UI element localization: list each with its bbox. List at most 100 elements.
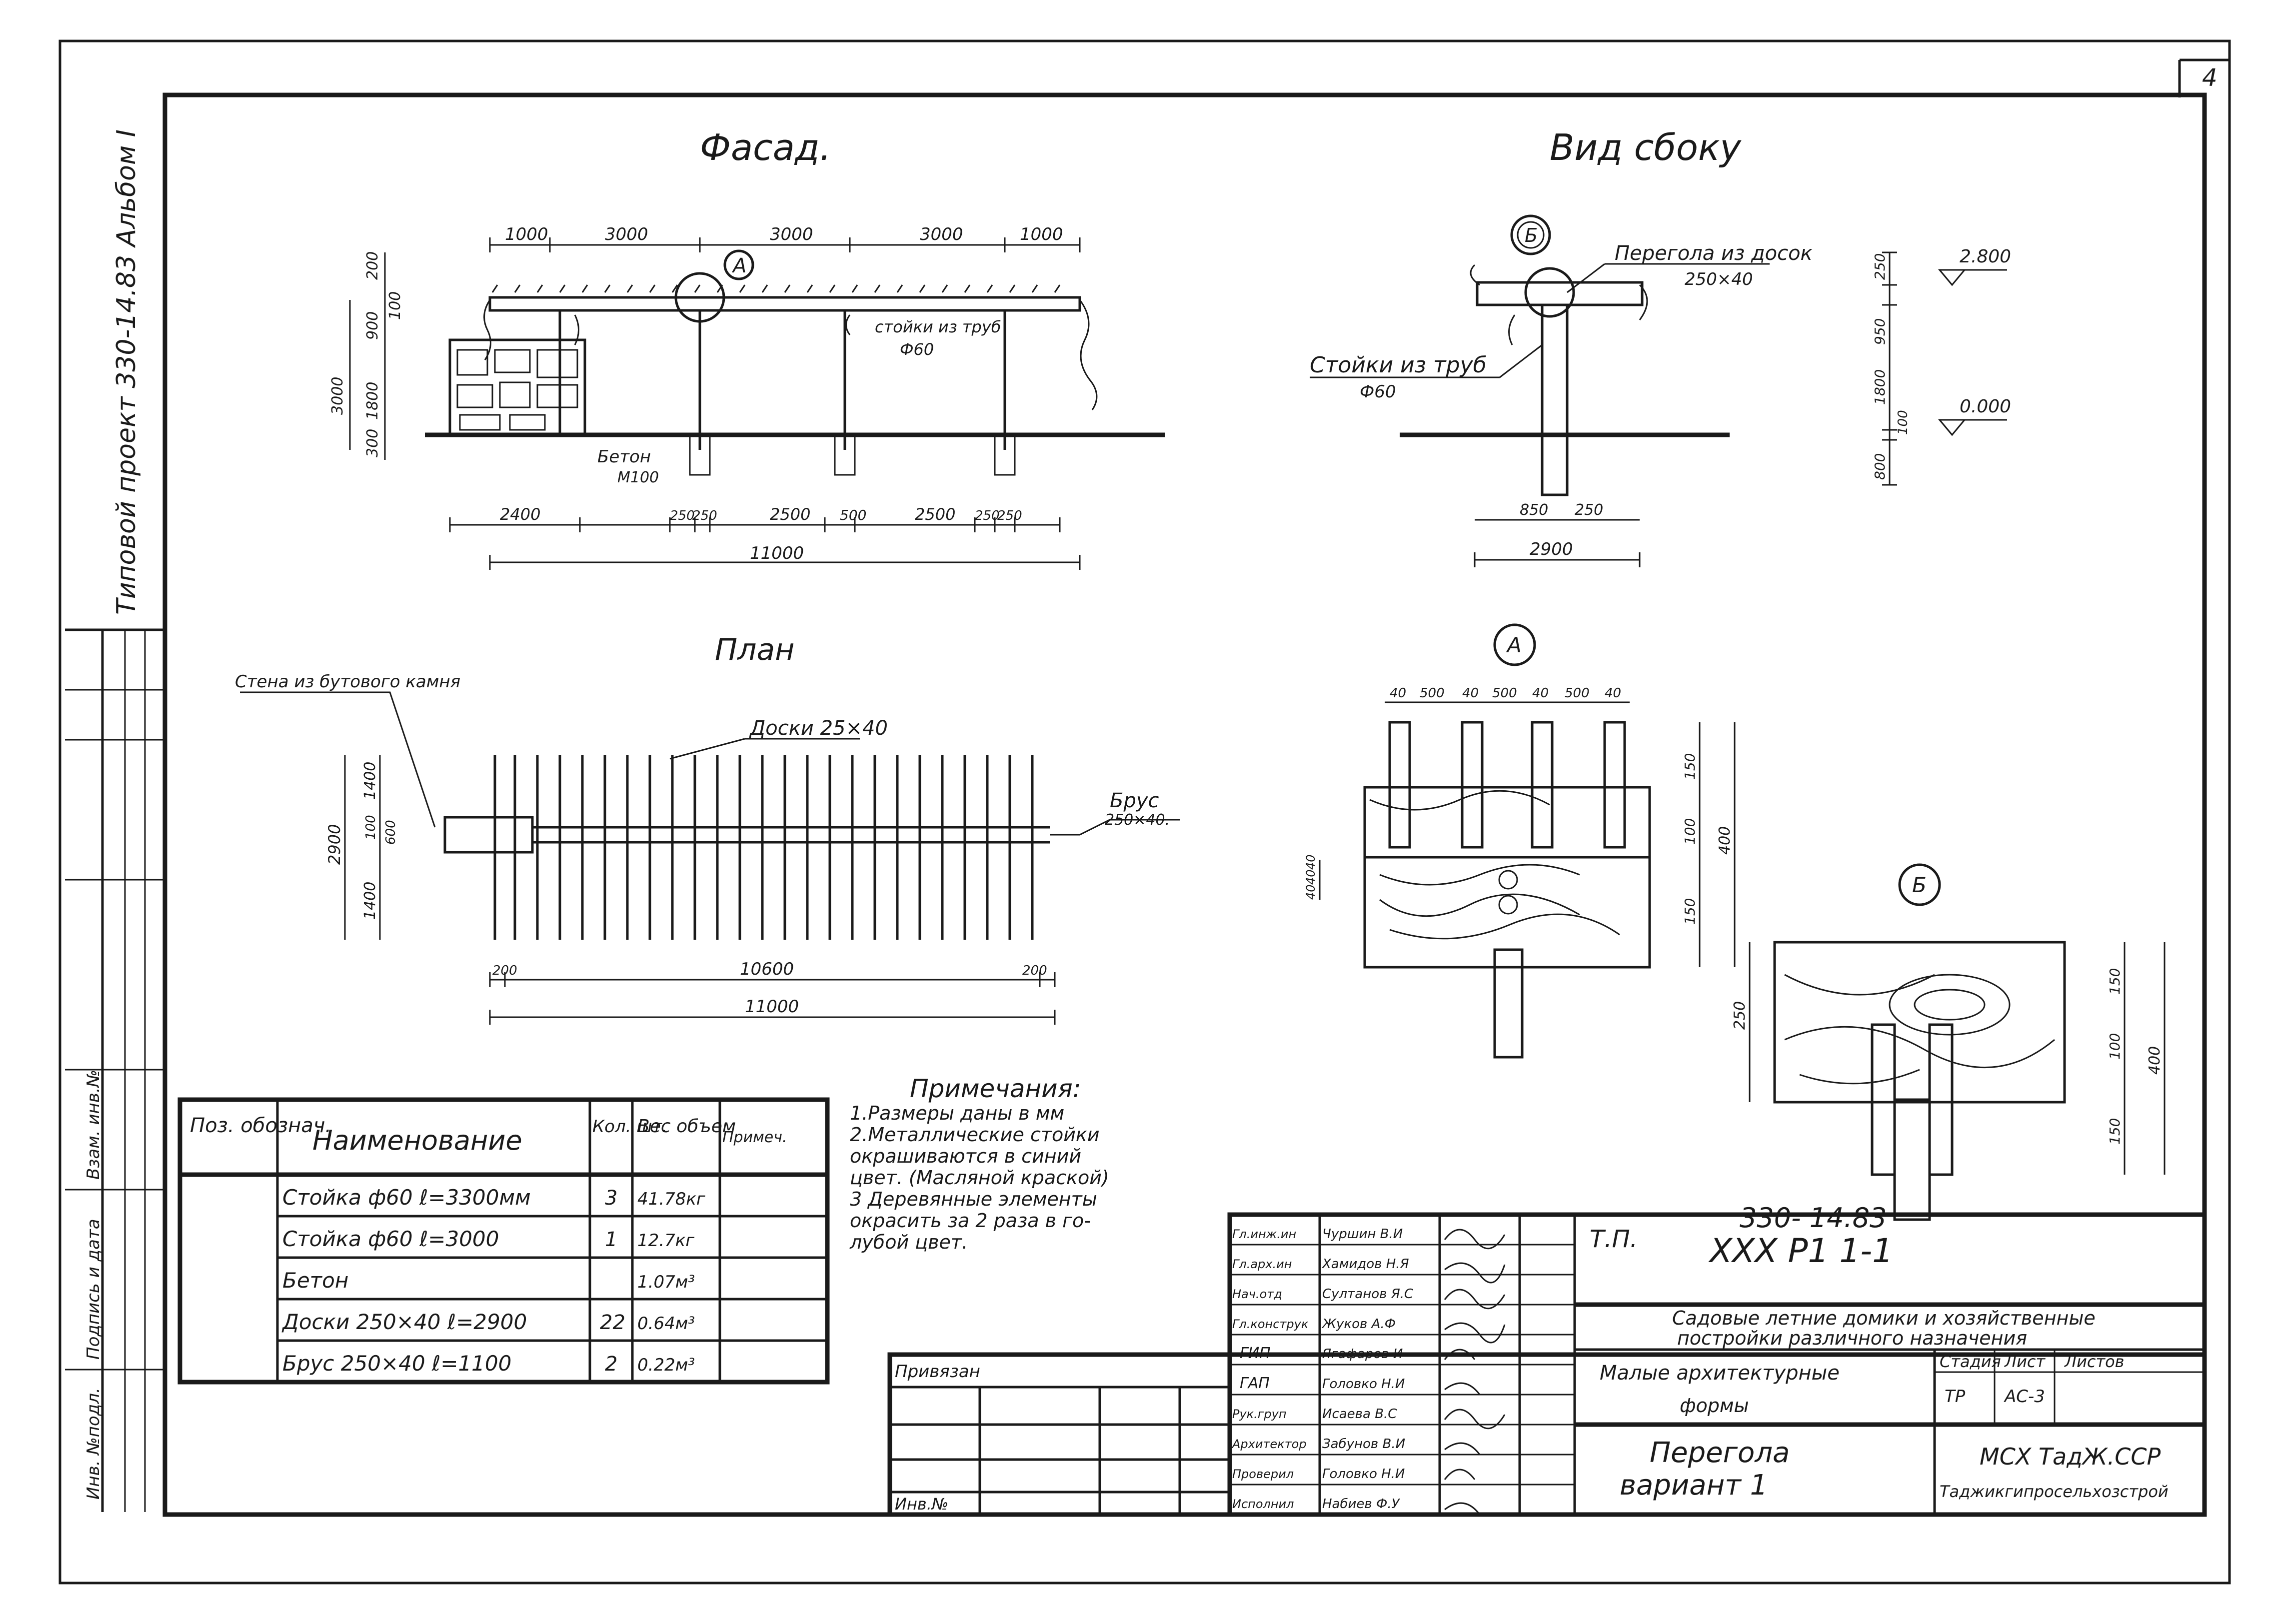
row-name: Бетон — [282, 1268, 348, 1293]
sheet-value: АС-3 — [2004, 1387, 2045, 1407]
dim-text: 250 — [692, 508, 717, 523]
bolt — [1498, 895, 1518, 915]
plan-beam — [532, 826, 1050, 844]
detail-a-board — [1461, 721, 1484, 849]
facade-overall: 11000 — [750, 543, 804, 563]
dim-text: 150 — [1682, 898, 1698, 925]
th-name: Наименование — [312, 1125, 522, 1156]
row-weight: 0.64м³ — [637, 1314, 695, 1334]
dim-text: 850 — [1520, 501, 1548, 519]
dim-text: 1000 — [505, 224, 548, 244]
note-line: 3 Деревянные элементы — [850, 1188, 1097, 1210]
row-qty: 3 — [605, 1187, 617, 1210]
inner-frame — [162, 92, 2207, 1517]
facade-title: Фасад. — [700, 126, 831, 168]
tp-code1: 330- 14.83 — [1740, 1202, 1887, 1234]
role: ГАП — [1240, 1375, 1270, 1392]
dim-text: 100 — [386, 291, 404, 320]
plan-overall: 11000 — [745, 997, 799, 1017]
title-block: Привязан Инв.№ Гл.инж.ин Гл.арх.ин Нач.о… — [887, 1202, 2207, 1517]
th-qty: Кол. шт. — [592, 1117, 667, 1137]
stage-value: ТР — [1945, 1387, 1966, 1407]
subject-2: постройки различного назначения — [1677, 1327, 2027, 1349]
th-note: Примеч. — [722, 1129, 787, 1146]
dim-ticks — [489, 972, 1056, 987]
dim-text: 100 — [1896, 410, 1911, 435]
section-2: формы — [1680, 1395, 1749, 1417]
detail-a: А 40 500 40 500 40 500 40 150 100 150 40… — [1304, 623, 1736, 1059]
dim-text: 250 — [1731, 1001, 1749, 1030]
level-mark-top — [1938, 269, 2007, 286]
org-2: Таджикгипросельхозстрой — [1940, 1482, 2169, 1501]
signature-marks — [1444, 1229, 1506, 1515]
leader — [1567, 263, 1605, 293]
dim-text: 250 — [1872, 253, 1888, 280]
role: Исполнил — [1232, 1497, 1294, 1511]
name: Жуков А.Ф — [1321, 1317, 1396, 1332]
dim-text: 500 — [840, 507, 866, 523]
row-weight: 41.78кг — [637, 1189, 706, 1209]
dim-text: 40 — [1304, 884, 1318, 900]
drawing-title-2: вариант 1 — [1620, 1469, 1768, 1502]
detail-a-beam — [1363, 856, 1651, 969]
inv-label: Инв.№ — [895, 1495, 948, 1514]
detail-b-marker-label: Б — [1912, 873, 1927, 897]
wood-knot — [1889, 974, 2011, 1036]
dim-text: 900 — [364, 311, 381, 340]
post-footing — [994, 434, 1016, 476]
dim-text: 100 — [363, 815, 378, 840]
plan-beam-label: Брус — [1110, 789, 1159, 812]
stone-blocks — [456, 349, 578, 431]
plan-view: План Стена из бутового камня Доски 25×40… — [235, 632, 1180, 1025]
callout-b-label: Б — [1525, 224, 1538, 246]
board-ends — [491, 284, 1061, 293]
dim-ticks — [489, 237, 1081, 252]
dim-text: 400 — [1716, 826, 1734, 855]
note-line: 1.Размеры даны в мм — [850, 1102, 1064, 1124]
dim-text: 2900 — [325, 824, 344, 865]
dim-text: 500 — [1565, 686, 1590, 701]
dim-text: 1800 — [364, 382, 381, 420]
project-label: Типовой проект 330-14.83 Альбом I — [111, 129, 141, 615]
role: Гл.конструк — [1232, 1317, 1309, 1331]
side-view: Вид сбоку Б Перегола из досок 250×40 Сто… — [1310, 126, 2011, 567]
dim-ticks — [449, 517, 1061, 532]
post-footing — [834, 434, 856, 476]
leader — [1050, 819, 1180, 836]
table-rows — [277, 1215, 827, 1342]
plan-title: План — [715, 632, 794, 667]
callout-a-label: А — [731, 254, 746, 277]
dim-text: 150 — [2107, 968, 2123, 995]
side-pergola — [1476, 281, 1644, 306]
bolt — [1498, 870, 1518, 890]
post-footing — [689, 434, 711, 476]
level-mark-zero — [1938, 419, 2007, 436]
detail-a-board — [1531, 721, 1554, 849]
stamp-label-inv: Инв. №подл. — [83, 1388, 103, 1500]
facade-beton-mark: М100 — [617, 469, 659, 486]
row-name: Брус 250×40 ℓ=1100 — [282, 1351, 511, 1376]
marker-a-circle — [674, 272, 725, 323]
dim-text: 150 — [2107, 1118, 2123, 1145]
dim-ticks — [1882, 251, 1897, 486]
side-post — [1541, 303, 1569, 496]
detail-b-board — [1871, 1023, 1896, 1176]
callout-b-inner — [1517, 221, 1545, 249]
dim-text: 1400 — [361, 882, 379, 920]
side-overall: 2900 — [1530, 539, 1573, 559]
dim-text: 3000 — [605, 224, 648, 244]
detail-a-marker — [1493, 623, 1536, 666]
dim-text: 2500 — [915, 505, 955, 524]
detail-b-post — [1893, 1098, 1931, 1221]
spec-table: Поз. обознач. Наименование Кол. шт. Вес … — [177, 1097, 830, 1385]
dim-text: 40 — [1462, 686, 1479, 701]
subject-1: Садовые летние домики и хозяйственные — [1672, 1307, 2096, 1329]
dim-text: 40 — [1605, 686, 1621, 701]
detail-a-marker-label: А — [1506, 633, 1522, 657]
note-line: 2.Металлические стойки — [850, 1124, 1100, 1146]
callout-a — [723, 249, 754, 280]
binding-grid — [890, 1386, 1230, 1515]
dim-text: 2400 — [500, 505, 540, 524]
th-weight: Вес объем — [637, 1116, 736, 1137]
